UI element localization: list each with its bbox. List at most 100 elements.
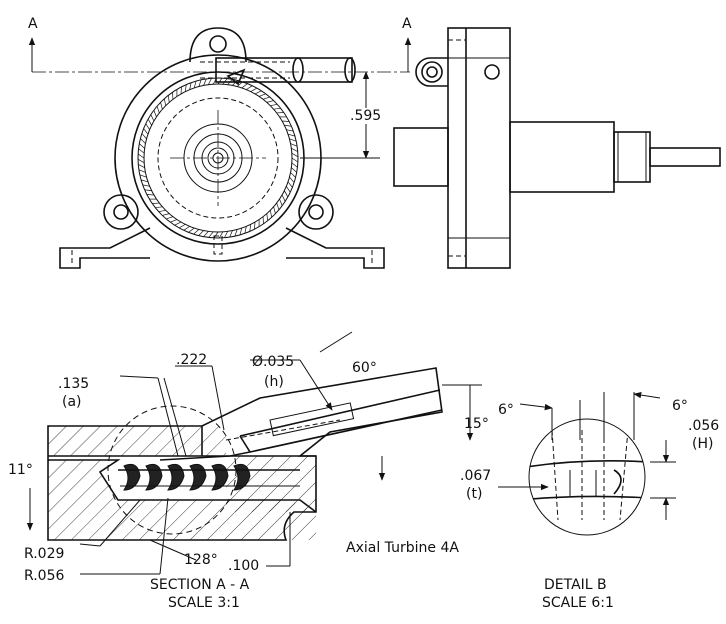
dim-thickness: .067: [460, 468, 491, 484]
section-marker-left: A: [28, 16, 38, 32]
side-flange: [447, 27, 511, 269]
right-foot: [285, 227, 385, 269]
right-lug: [298, 194, 334, 230]
blade-tick: [291, 167, 297, 173]
detail-angle-left: 6°: [498, 402, 514, 418]
blade-tick: [254, 222, 256, 230]
left-lug-hole: [113, 204, 129, 220]
blade-tick: [234, 229, 238, 237]
dim-offset-595: .595: [350, 108, 381, 124]
blade-tick: [180, 86, 182, 94]
blade-tick: [138, 164, 145, 168]
detail-height-tag: (H): [692, 436, 713, 452]
blade-tick: [287, 133, 296, 137]
blade-tick: [174, 221, 182, 226]
blade-tick: [162, 213, 170, 216]
blade-tick: [241, 83, 248, 89]
blade-tick: [246, 85, 253, 90]
blade-tick: [163, 98, 167, 106]
blade-tick: [270, 103, 278, 107]
blade-tick: [193, 80, 197, 89]
side-inlet: [415, 57, 448, 87]
top-lug-hole: [209, 35, 227, 53]
blade-tick: [145, 123, 150, 130]
side-body: [509, 121, 615, 193]
blade-tick: [147, 118, 152, 126]
dim-angle-nozzle: 60°: [352, 360, 377, 376]
blade-tick: [141, 133, 147, 140]
blade-tick: [137, 158, 145, 164]
top-lug: [189, 27, 247, 63]
blade-tick: [284, 124, 292, 127]
dim-angle-left: 11°: [8, 462, 33, 478]
blade-tick: [213, 231, 219, 239]
blade-tick: [167, 95, 170, 103]
right-lug-hole: [308, 204, 324, 220]
dim-width-a: .135: [58, 376, 89, 392]
blade-tick: [291, 157, 299, 163]
dim-gap: .222: [176, 352, 207, 368]
left-lug: [103, 194, 139, 230]
detail-view-scale: SCALE 6:1: [542, 595, 614, 611]
blade-tick: [262, 96, 270, 100]
blade-tick: [224, 231, 228, 238]
blade-tick: [160, 102, 163, 110]
blade-tick: [140, 179, 149, 183]
blade-tick: [279, 198, 283, 206]
blade-tick: [183, 226, 190, 231]
blade-tick: [289, 138, 297, 142]
blade-tick: [289, 176, 295, 183]
blade-tick: [284, 190, 289, 198]
blade-tick: [266, 213, 269, 221]
blade-tick: [189, 82, 192, 90]
left-foot: [59, 227, 151, 269]
blade-tick: [139, 143, 145, 149]
drawing-title: Axial Turbine 4A: [346, 540, 459, 556]
blade-tick: [139, 174, 147, 178]
blade-tick: [208, 231, 214, 238]
side-left-boss: [393, 127, 449, 187]
nozzle-upper: [239, 389, 441, 437]
blade-tick: [244, 226, 247, 234]
blade-tick: [203, 78, 207, 86]
blade-tick: [290, 172, 296, 178]
blade-tick: [273, 107, 281, 110]
nozzle-arrow: [226, 68, 246, 86]
dim-radius-large: R.056: [24, 568, 64, 584]
blade-tick: [291, 162, 298, 168]
blade-tick: [146, 194, 154, 196]
section-view-scale: SCALE 3:1: [168, 595, 240, 611]
inlet-tube: [215, 57, 353, 83]
blade-tick: [282, 120, 290, 122]
blade-tick: [150, 114, 155, 122]
dim-angle-exit: 15°: [464, 416, 489, 432]
bottom-drain: [213, 235, 223, 255]
blade-tick: [208, 78, 212, 85]
detail-view-label: DETAIL B: [544, 577, 607, 593]
blade-tick: [281, 194, 286, 202]
blade-tick: [291, 148, 298, 152]
blade-tick: [269, 210, 273, 218]
blade-tick: [142, 184, 150, 187]
section-marker-right: A: [402, 16, 412, 32]
detail-view: 6° 6° .056 (H) DETAIL B SCALE 6:1: [498, 391, 719, 611]
dim-diameter: Ø.035: [252, 354, 294, 370]
dim-thickness-tag: (t): [466, 486, 482, 502]
blade-tick: [239, 227, 243, 236]
detail-circle: [528, 418, 646, 536]
side-cable: [649, 147, 721, 167]
side-view: [393, 27, 721, 269]
dim-depth-bottom: .100: [228, 558, 259, 574]
blade-tick: [178, 224, 186, 229]
blade-tick: [140, 138, 146, 144]
blade-tick: [276, 202, 280, 210]
blade-tick: [254, 90, 262, 95]
section-view-label: SECTION A - A: [150, 577, 250, 593]
blade-tick: [144, 189, 152, 192]
blade-tick: [250, 87, 258, 92]
blade-tick: [198, 230, 204, 236]
blade-tick: [193, 229, 200, 235]
blade-tick: [273, 206, 276, 214]
front-view: A A: [28, 16, 412, 269]
